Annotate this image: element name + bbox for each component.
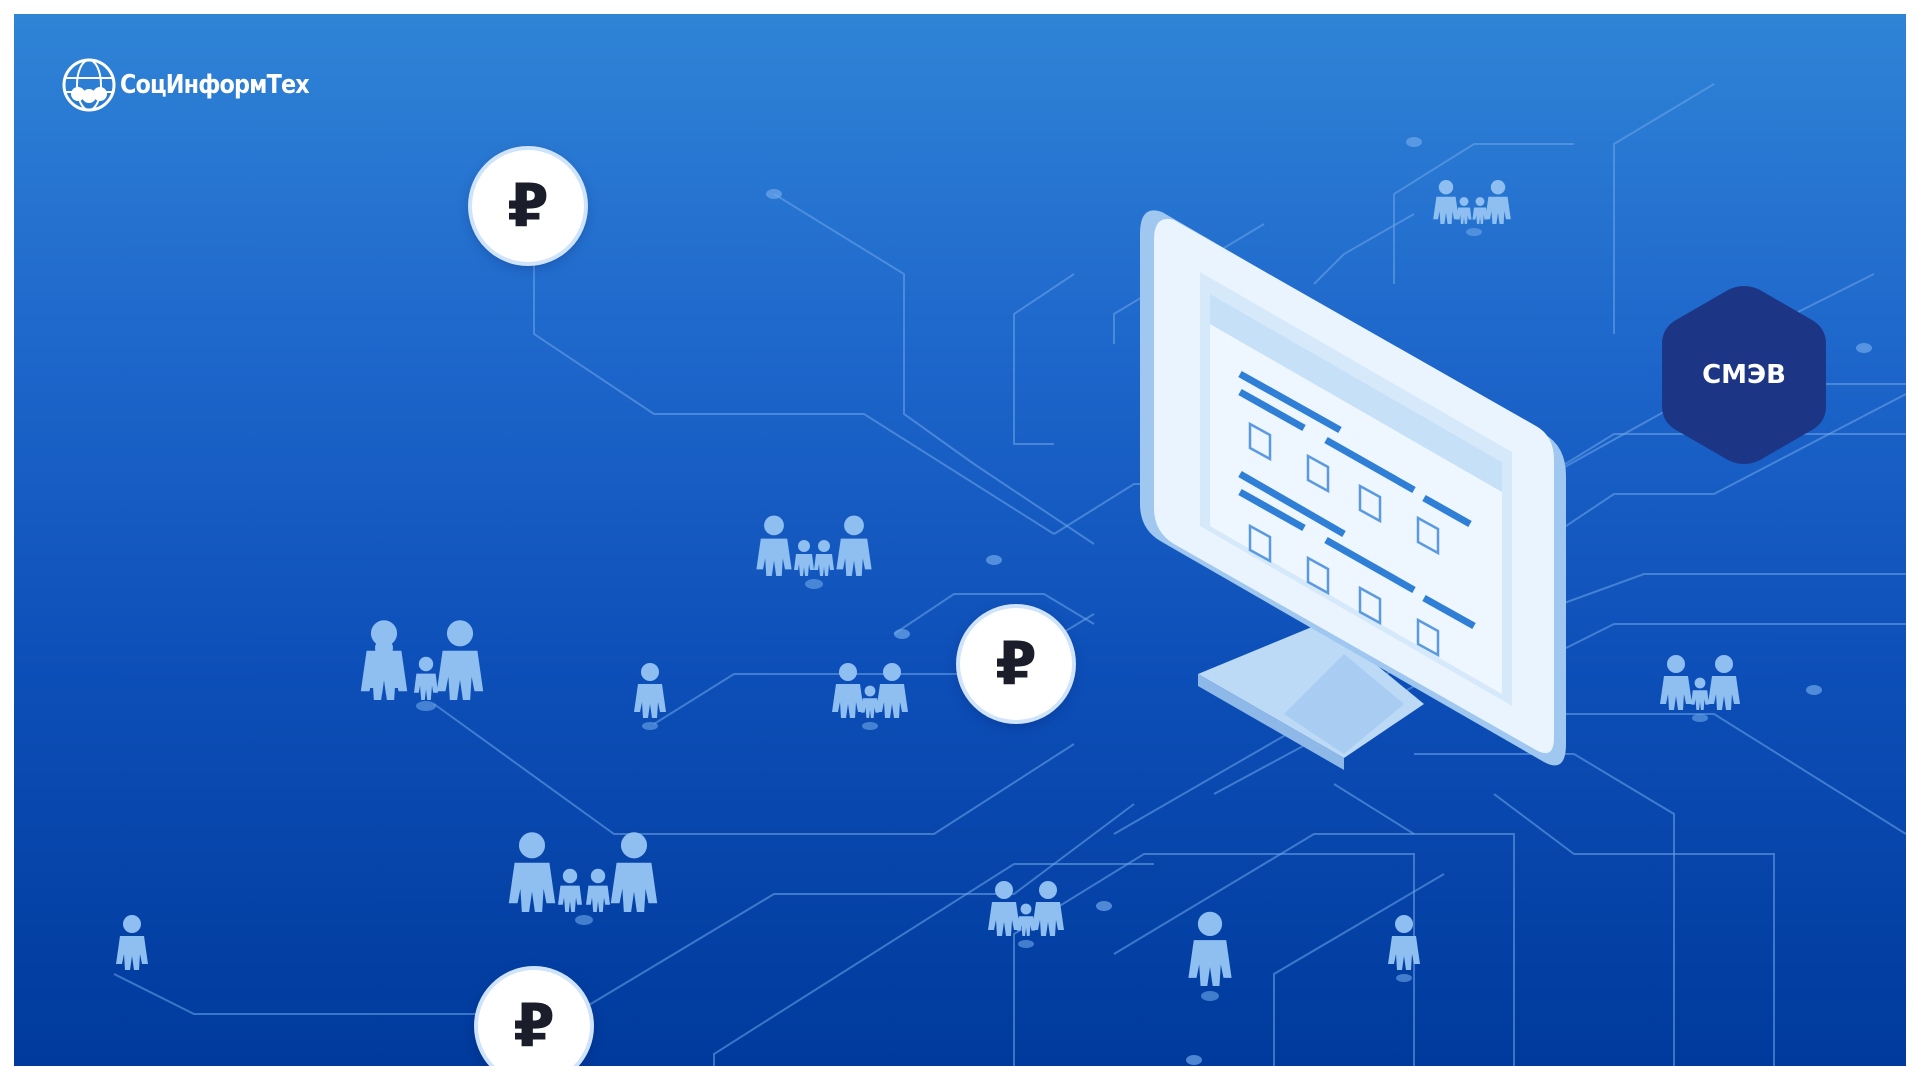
smev-badge: СМЭВ xyxy=(1660,284,1828,466)
circuit-illustration xyxy=(113,83,1906,1066)
family-icon xyxy=(508,832,658,912)
circuit-nodes xyxy=(766,137,1872,1065)
ruble-coin-bottom: ₽ xyxy=(478,970,590,1066)
person-icon xyxy=(116,915,148,970)
family-icon xyxy=(832,663,908,718)
family-icon xyxy=(1433,180,1511,224)
ruble-coin-center: ₽ xyxy=(960,608,1072,720)
family-icon xyxy=(988,881,1064,936)
person-icon xyxy=(1188,911,1232,986)
globe-people-logo-icon xyxy=(62,58,116,112)
people-shadows xyxy=(416,228,1708,1001)
ruble-icon: ₽ xyxy=(995,629,1037,699)
person-icon xyxy=(634,663,666,718)
smev-label: СМЭВ xyxy=(1702,360,1786,390)
brand-logo: СоцИнформТех xyxy=(62,58,340,112)
family-icon xyxy=(360,620,484,700)
ruble-icon: ₽ xyxy=(513,991,555,1061)
hexagon-shape xyxy=(1662,286,1826,464)
ruble-coin-top: ₽ xyxy=(472,150,584,262)
family-icon xyxy=(756,515,872,576)
illustration-canvas: СоцИнформТех ₽ ₽ ₽ СМЭВ xyxy=(14,14,1906,1066)
brand-name: СоцИнформТех xyxy=(120,70,310,100)
person-icon xyxy=(1388,915,1420,970)
monitor-illustration xyxy=(1140,210,1566,770)
ruble-icon: ₽ xyxy=(507,171,549,241)
family-icon xyxy=(1660,655,1740,710)
